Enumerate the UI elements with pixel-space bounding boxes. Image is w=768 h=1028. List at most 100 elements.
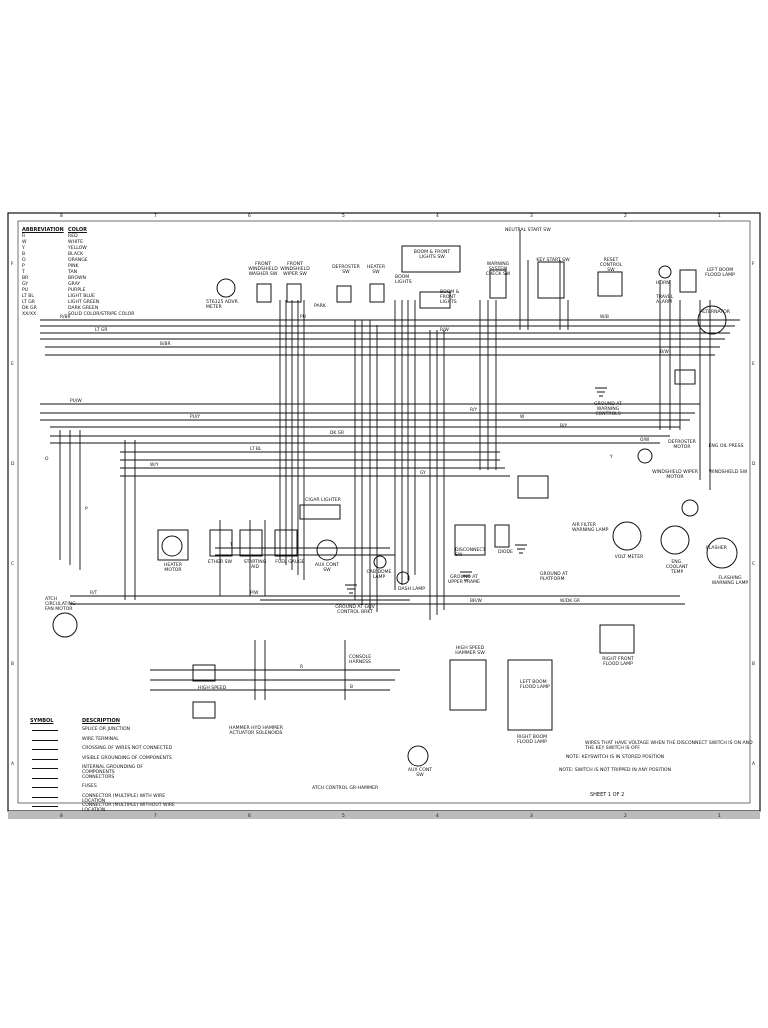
wire-color-label: PU/W: [70, 398, 82, 404]
abbrev-color: DARK GREEN: [68, 306, 99, 311]
label-hammer-actuator: HAMMER HYD HAMMER ACTUATOR SOLENOIDS: [229, 726, 283, 736]
note-stored: NOTE: KEYSWITCH IS IN STORED POSITION: [565, 755, 665, 760]
border-column-label: 4: [436, 213, 439, 219]
label-aux-cont-sw: AUX CONT SW: [314, 563, 340, 573]
abbrev-color: SOLID COLOR/STRIPE COLOR: [68, 312, 135, 317]
border-column-label: 2: [624, 213, 627, 219]
abbrev-code: W: [22, 240, 27, 245]
label-park: PARK: [314, 304, 326, 309]
ground-symbols: [345, 387, 607, 594]
label-wiper-motor: WINDSHIELD WIPER MOTOR: [652, 470, 698, 480]
border-row-label: B: [752, 661, 755, 667]
abbrev-code: DK GR: [22, 306, 37, 311]
border-row-label: C: [11, 561, 14, 567]
label-windshield-sw: WINDSHIELD SW: [708, 470, 748, 475]
label-air-filter: AIR FILTER WARNING LAMP: [572, 523, 609, 533]
label-ground-platform: GROUND AT PLATFORM: [540, 572, 568, 582]
label-right-front-flood: RIGHT FRONT FLOOD LAMP: [602, 657, 634, 667]
wire-color-label: O: [45, 456, 49, 462]
label-disconnect-sw: DISCONNECT SW: [455, 548, 486, 558]
abbrev-color: BLACK: [68, 252, 84, 257]
abbrev-color: GRAY: [68, 282, 81, 287]
symbol-description: FUSES: [82, 784, 97, 789]
border-column-label: 7: [154, 213, 157, 219]
symbol-glyph: [32, 739, 58, 741]
symbol-glyph: [32, 749, 58, 750]
border-row-label: F: [752, 261, 755, 267]
symbol-glyph: [32, 787, 58, 788]
wire-bundle-main: [40, 319, 740, 691]
note-switch: NOTE: SWITCH IS NOT TRIPPED IN ANY POSIT…: [558, 768, 672, 773]
abbrev-code: O: [22, 258, 26, 263]
wire-color-label: LT GR: [95, 327, 107, 333]
border-column-label: 8: [60, 813, 63, 819]
label-fuel-gauge: FUEL GAUGE: [275, 560, 305, 565]
label-flasher: FLASHER: [706, 546, 727, 551]
label-left-boom-lamp-top: LEFT BOOM FLOOD LAMP: [705, 268, 735, 278]
symbol-glyph: [32, 730, 58, 731]
wire-color-label: W/B: [600, 314, 609, 320]
wire-color-label: R/W: [440, 327, 450, 333]
label-warning-sys: WARNING SYSTEM CHECK SW: [485, 262, 511, 277]
abbrev-code: LT BL: [22, 294, 34, 299]
label-cigar-lighter: CIGAR LIGHTER: [305, 498, 341, 503]
border-row-label: D: [11, 461, 15, 467]
symbol-description: VISIBLE GROUNDING OF COMPONENTS: [82, 755, 172, 761]
abbrev-color: PURPLE: [68, 288, 86, 293]
symbol-description: WIRE TERMINAL: [82, 736, 119, 742]
border-row-label: F: [11, 261, 14, 267]
label-left-boom-flood: LEFT BOOM FLOOD LAMP: [520, 680, 550, 690]
symbol-header: SYMBOL: [30, 718, 54, 724]
label-ground-gov: GROUND AT GOV CONTROL BRKT: [335, 605, 375, 615]
label-console-harness: CONSOLE HARNESS: [348, 655, 372, 665]
abbrev-code: B: [22, 252, 26, 257]
wire-color-label: B/Y: [560, 423, 567, 429]
wire-color-label: B/W: [660, 349, 669, 355]
wire-color-label: BR/W: [470, 598, 483, 604]
wire-color-label: Y: [609, 454, 613, 460]
border-row-label: B: [11, 661, 14, 667]
wire-color-label: R/T: [90, 590, 98, 596]
color-header: COLOR: [68, 227, 88, 233]
label-boom-lights: BOOM LIGHTS: [395, 275, 412, 285]
border-row-label: A: [11, 761, 14, 767]
abbrev-color: LIGHT GREEN: [68, 300, 100, 305]
label-defroster-sw: DEFROSTER SW: [332, 265, 360, 275]
label-front-wash-sw: FRONT WINDSHIELD WASHER SW: [248, 262, 278, 277]
border-column-label: 5: [342, 813, 345, 819]
border-column-label: 2: [624, 813, 627, 819]
label-engine-oil: ENG OIL PRESS: [708, 444, 744, 449]
abbrev-code: GY: [22, 282, 29, 287]
abbrev-code: LT GR: [22, 300, 35, 305]
component-symbols: [52, 245, 738, 767]
symbol-description: CROSSING OF WIRES NOT CONNECTED: [82, 746, 173, 751]
border-column-label: 3: [530, 813, 533, 819]
wire-color-label: B: [350, 684, 353, 690]
label-advr-meter: 5T6325 ADVR. METER: [206, 300, 240, 310]
border-row-label: E: [11, 361, 14, 367]
wire-color-label: T: [229, 542, 233, 548]
abbrev-code: BR: [22, 276, 29, 281]
label-dash-lamp: DASH LAMP: [398, 587, 425, 592]
abbrev-code: T: [22, 270, 25, 275]
symbol-description: INTERNAL GROUNDING OF COMPONENTS: [82, 765, 144, 775]
label-boom-front-lights: BOOM & FRONT LIGHTS: [440, 290, 460, 305]
abbrev-color: WHITE: [68, 240, 84, 245]
abbrev-color: RED: [68, 234, 78, 239]
wire-color-label: DK GR: [330, 430, 344, 436]
symbol-glyph: [32, 796, 58, 798]
abbrev-header: ABBREVIATION: [22, 227, 64, 233]
border-column-label: 6: [248, 213, 251, 219]
wire-color-label: GY: [420, 470, 426, 476]
label-right-boom-flood: RIGHT BOOM FLOOD LAMP: [516, 735, 548, 745]
wire-color-label: W/Y: [150, 462, 159, 468]
wire-verticals: [59, 230, 711, 700]
sheet-border: [7, 212, 761, 812]
label-heater-sw: HEATER SW: [366, 265, 386, 275]
label-heater-motor: HEATER MOTOR: [163, 563, 183, 573]
label-horn: HORN: [656, 281, 670, 286]
abbrev-code: Y: [22, 246, 25, 251]
